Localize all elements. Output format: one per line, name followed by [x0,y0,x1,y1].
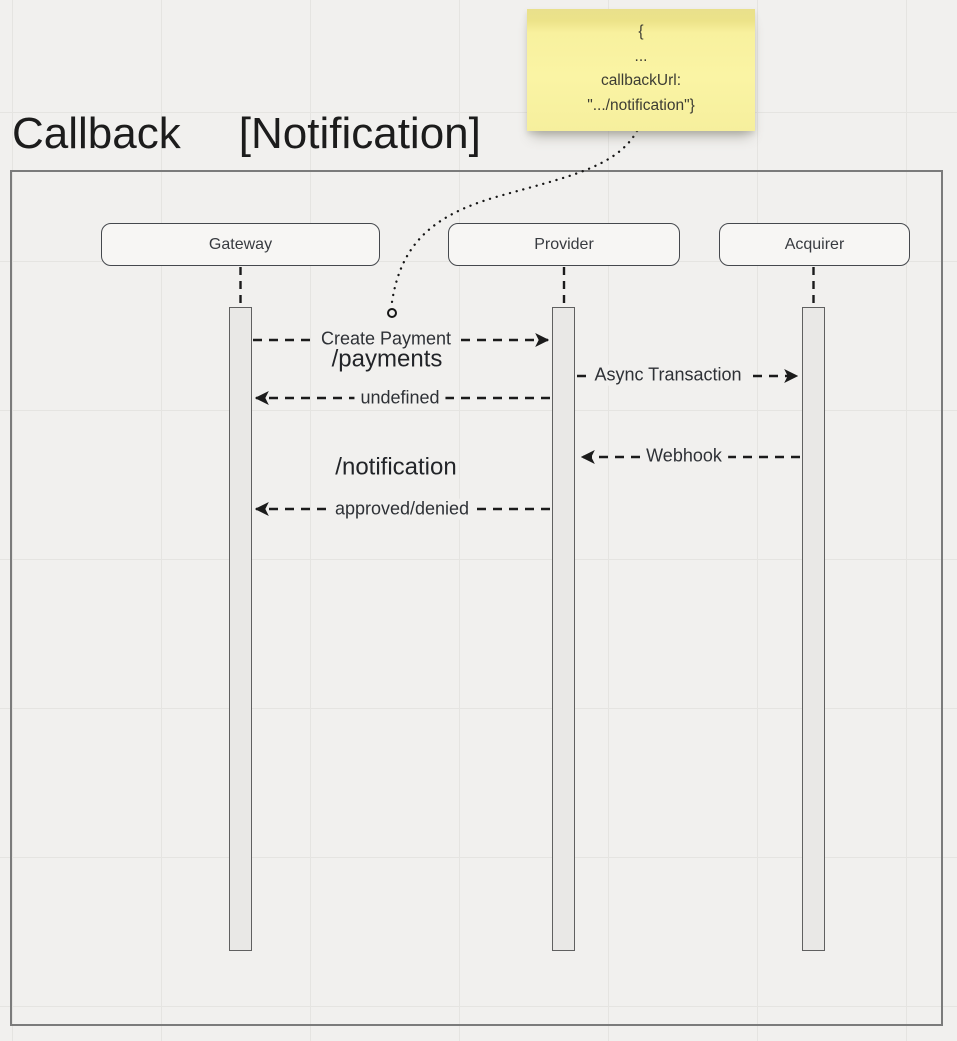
message-label-undefined[interactable]: undefined [354,387,446,409]
diagram-title-name: Callback [12,109,181,158]
actor-box-gateway[interactable]: Gateway [101,223,380,266]
message-label-webhook[interactable]: Webhook [640,445,728,467]
sticky-note-line: { [638,23,644,40]
message-label-approved-denied[interactable]: approved/denied [328,498,476,520]
sticky-note[interactable]: { ... callbackUrl: ".../notification"} [527,9,755,131]
sticky-note-line: ... [634,47,648,65]
sticky-note-line: ".../notification"} [587,96,695,114]
message-label-async-transaction[interactable]: Async Transaction [588,364,748,386]
actor-label: Acquirer [784,235,845,253]
actor-label: Provider [534,235,594,253]
activation-bar-gateway[interactable] [229,307,252,951]
actor-box-acquirer[interactable]: Acquirer [719,223,910,266]
activation-bar-acquirer[interactable] [802,307,825,951]
diagram-title[interactable]: Callback [Notification] [12,108,481,160]
sticky-note-line: callbackUrl: [600,72,682,89]
actor-label: Gateway [208,235,273,253]
activation-bar-provider[interactable] [552,307,575,951]
diagram-title-variant: [Notification] [238,109,481,158]
annotation-payments[interactable]: /payments [331,345,443,373]
annotation-notification[interactable]: /notification [335,453,457,481]
actor-box-provider[interactable]: Provider [448,223,680,266]
